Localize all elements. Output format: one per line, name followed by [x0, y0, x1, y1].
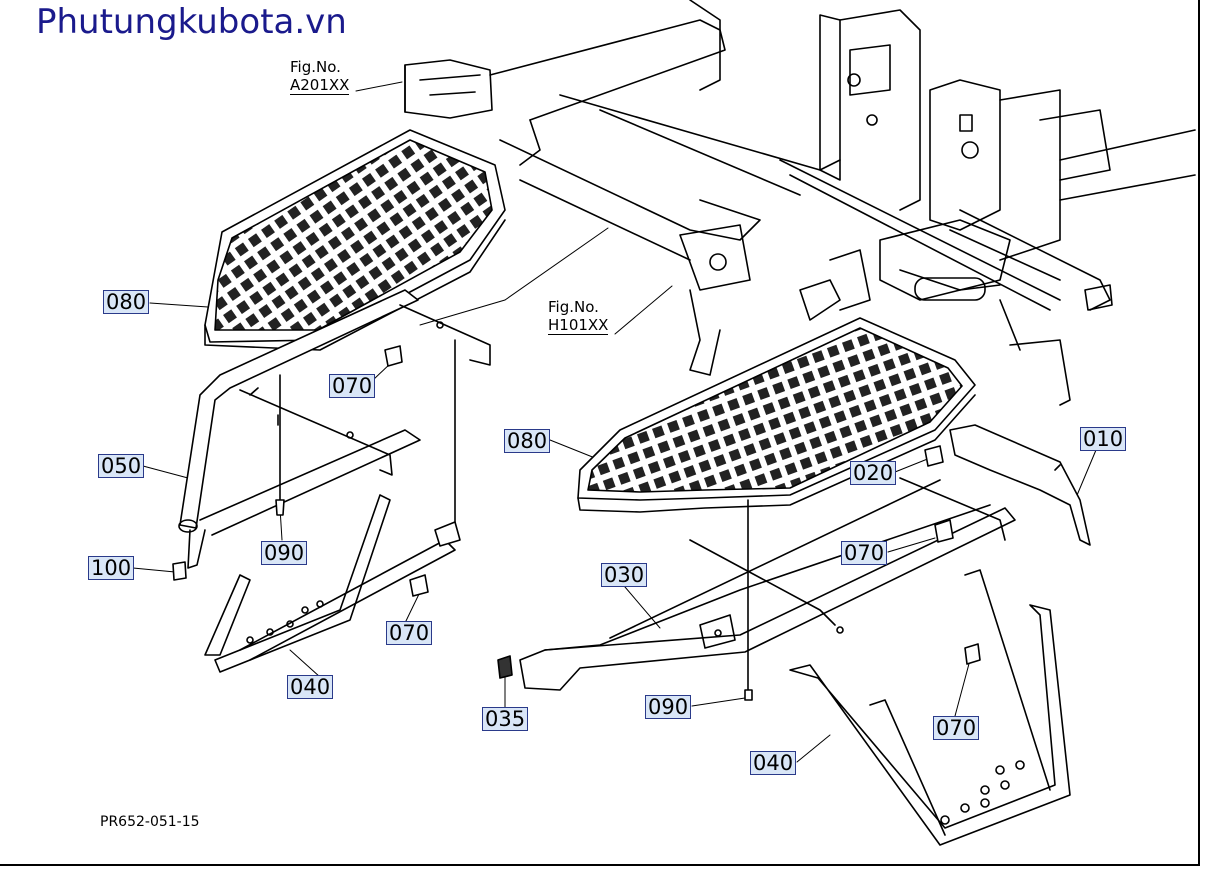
left-step-bracket [204, 494, 456, 673]
callout-090-left-screw[interactable]: 090 [261, 541, 308, 565]
fig-ref-h101[interactable]: Fig.No. H101XX [548, 298, 609, 335]
callout-020-bolt[interactable]: 020 [850, 461, 897, 485]
callout-050-left-frame[interactable]: 050 [98, 454, 145, 478]
callout-080-left-mat[interactable]: 080 [103, 290, 150, 314]
right-step-bracket [789, 569, 1071, 846]
fig-ref-code: H101XX [548, 316, 609, 335]
left-step-mat [204, 129, 506, 351]
callout-030-right-frame[interactable]: 030 [601, 563, 648, 587]
callout-100-cap[interactable]: 100 [88, 556, 135, 580]
right-mount-plate [497, 424, 1091, 701]
left-step-frame [178, 289, 491, 569]
callout-070-lower-right-bolt[interactable]: 070 [933, 716, 980, 740]
callout-040-left-bracket[interactable]: 040 [287, 675, 334, 699]
fig-ref-a201[interactable]: Fig.No. A201XX [290, 58, 350, 95]
callout-070-upper-left-bolt[interactable]: 070 [329, 374, 376, 398]
callout-080-right-mat[interactable]: 080 [504, 429, 551, 453]
callout-035-grommet[interactable]: 035 [482, 707, 529, 731]
site-watermark: Phutungkubota.vn [36, 2, 347, 42]
right-step-mat [577, 317, 976, 513]
fig-ref-code: A201XX [290, 76, 350, 95]
fig-ref-label: Fig.No. [548, 298, 599, 316]
callout-040-right-bracket[interactable]: 040 [750, 751, 797, 775]
callout-070-mid-right-bolt[interactable]: 070 [841, 541, 888, 565]
callout-070-lower-left-bolt[interactable]: 070 [386, 621, 433, 645]
callout-090-right-screw[interactable]: 090 [645, 695, 692, 719]
drawing-code: PR652-051-15 [100, 814, 200, 830]
fig-ref-label: Fig.No. [290, 58, 341, 76]
callout-010-plate[interactable]: 010 [1080, 427, 1127, 451]
right-step-frame [519, 477, 1016, 691]
tractor-frame [404, 0, 1196, 406]
left-fasteners [172, 345, 461, 597]
